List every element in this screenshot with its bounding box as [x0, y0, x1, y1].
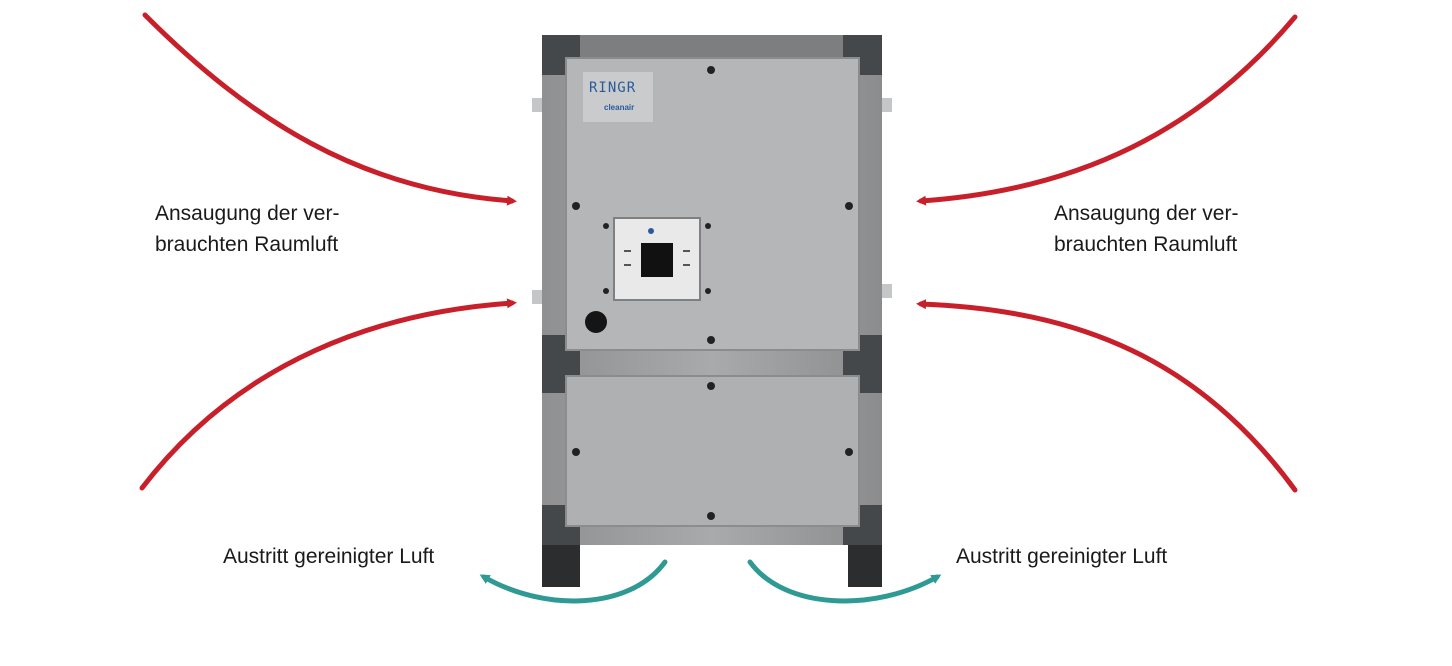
sub-logo-text: cleanair	[604, 103, 635, 112]
lower-panel	[565, 375, 860, 527]
control-display[interactable]	[613, 217, 701, 301]
foot-right	[848, 545, 882, 587]
power-knob[interactable]	[585, 311, 607, 333]
intake-arrows	[139, 12, 1298, 493]
intake-label-left-line2: brauchten Raumluft	[155, 233, 339, 256]
intake-arrow-top-left	[142, 12, 517, 206]
intake-label-left: Ansaugung der ver- brauchten Raumluft	[155, 198, 339, 260]
outlet-arrow-left	[479, 559, 668, 604]
intake-label-right: Ansaugung der ver- brauchten Raumluft	[1054, 198, 1238, 260]
intake-arrow-bottom-right	[916, 299, 1298, 493]
outlet-label-left: Austritt gereinigter Luft	[223, 545, 435, 568]
outlet-arrows	[479, 559, 942, 604]
intake-arrow-top-right	[916, 14, 1298, 206]
brand-logo	[583, 72, 653, 122]
outlet-label-right: Austritt gereinigter Luft	[956, 545, 1168, 568]
outlet-arrow-right	[747, 559, 942, 604]
intake-label-right-line1: Ansaugung der ver-	[1054, 202, 1239, 225]
intake-label-right-line2: brauchten Raumluft	[1054, 233, 1238, 256]
intake-label-left-line1: Ansaugung der ver-	[155, 202, 340, 225]
air-purifier-device	[532, 35, 892, 587]
foot-left	[542, 545, 580, 587]
intake-arrow-bottom-left	[139, 298, 517, 491]
brand-logo-text: RINGR	[589, 80, 637, 96]
